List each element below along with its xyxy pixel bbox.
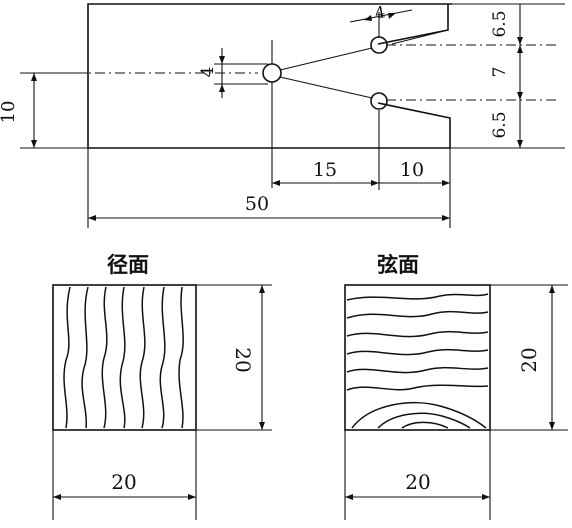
tangential-grain-line [346, 348, 489, 356]
dim-right-arrow-1 [517, 37, 523, 45]
dim-right-top-text: 6.5 [490, 10, 510, 37]
dim-10-arrow-right [442, 180, 450, 186]
dim-50-arrow-right [442, 215, 450, 221]
tangential-grain-arc [401, 421, 449, 429]
radial-grain-line [139, 286, 146, 429]
dim-15-arrow-right [371, 180, 379, 186]
dim-hole-text: 4 [198, 67, 218, 78]
radial-dim-width-arrow-left [53, 494, 61, 500]
dim-15-arrow-left [272, 180, 280, 186]
dim-right-arrow-3 [517, 92, 523, 100]
tangential-grain-line [346, 310, 489, 319]
tangential-grain-arc [377, 412, 471, 429]
dim-10-text: 10 [400, 159, 424, 181]
tangential-dim-width-text: 20 [405, 470, 430, 494]
dim-15-text: 15 [313, 159, 337, 181]
upper-hole [370, 36, 388, 54]
tangential-section-title: 弦面 [377, 253, 419, 277]
center-hole [262, 63, 282, 83]
radial-dim-width-text: 20 [111, 470, 136, 494]
dim-right-mid-text: 7 [490, 67, 510, 78]
tangential-section: 弦面 20 20 [344, 253, 568, 520]
radial-grain-line [101, 286, 108, 429]
upper-notch-side [391, 29, 449, 45]
crack-line-upper [279, 47, 373, 71]
upper-notch-edge [377, 4, 449, 45]
radial-section: 径面 20 20 [52, 253, 272, 520]
radial-grain-line [159, 286, 166, 429]
dim-50-text: 50 [245, 193, 269, 215]
radial-section-block [52, 284, 197, 431]
tangential-dim-height-arrow-bottom [549, 422, 555, 430]
dim-notch-arrow-left [364, 15, 372, 21]
radial-grain-line [81, 286, 89, 429]
tangential-section-block [344, 284, 491, 431]
specimen-outline [87, 3, 452, 149]
tangential-dim-width-arrow-right [482, 494, 490, 500]
radial-dim-height-arrow-top [259, 285, 265, 293]
tangential-grain-line [346, 293, 489, 301]
dim-notch-arrow-right [388, 13, 396, 19]
radial-grain-line [63, 286, 71, 429]
dim-hole-arrow-bottom [219, 84, 225, 92]
lower-hole [370, 92, 388, 110]
radial-grain-line [119, 286, 126, 429]
dim-right-arrow-2 [517, 45, 523, 53]
tangential-grain-line [346, 366, 489, 374]
crack-line-lower [279, 76, 373, 99]
dim-notch-text: 4 [373, 2, 386, 22]
dim-notch-line [349, 9, 413, 23]
dim-height-arrow-top [31, 73, 37, 81]
dim-right-bottom-text: 6.5 [490, 111, 510, 138]
tangential-dim-width-arrow-left [345, 494, 353, 500]
radial-dim-height-text: 20 [231, 347, 255, 372]
radial-grain-line [178, 286, 184, 429]
dim-height-text: 10 [0, 101, 19, 124]
specimen-plan-view: 4 10 4 6.5 7 6.5 15 10 50 [0, 2, 565, 228]
tangential-grain-line [346, 330, 489, 338]
tangential-dim-height-arrow-top [549, 285, 555, 293]
tangential-grain-arc [351, 401, 487, 429]
tangential-grain-line [346, 384, 489, 391]
radial-dim-height-arrow-bottom [259, 422, 265, 430]
dim-hole-arrow-top [219, 56, 225, 64]
radial-section-title: 径面 [107, 253, 149, 277]
dim-right-arrow-4 [517, 140, 523, 148]
dim-height-arrow-bottom [31, 140, 37, 148]
tangential-dim-height-text: 20 [517, 347, 541, 372]
dim-50-arrow-left [88, 215, 96, 221]
radial-dim-width-arrow-right [188, 494, 196, 500]
